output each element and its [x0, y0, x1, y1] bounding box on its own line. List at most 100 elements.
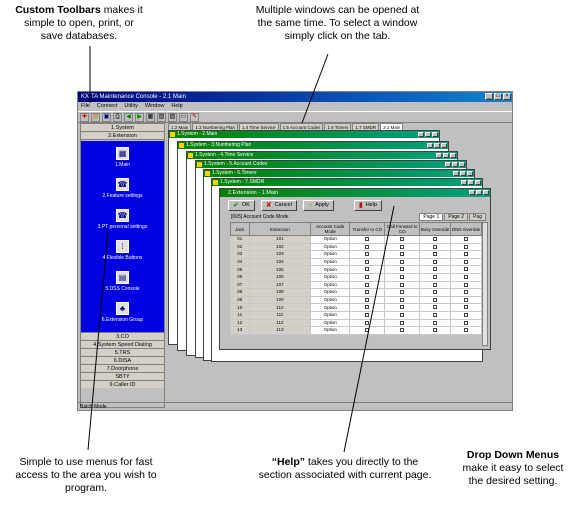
tab-time-service[interactable]: 1.4 Time Service — [239, 123, 279, 132]
dropdown-callout: Drop Down Menus make it easy to select t… — [458, 449, 568, 488]
ok-label: OK — [241, 202, 250, 208]
toolbars-callout-body: makes it simple to open, print, or save … — [24, 4, 143, 42]
checkmark-icon: ✔ — [233, 202, 239, 209]
menu-file[interactable]: File — [81, 103, 90, 109]
nav-dss-label: 5.DSS Console — [105, 286, 140, 292]
nav-system-speed-dialing[interactable]: 4.System Speed Dialing — [81, 340, 164, 348]
nav-system[interactable]: 1.System — [81, 124, 164, 132]
menu-connect[interactable]: Connect — [96, 103, 118, 109]
open-icon[interactable]: ▤ — [91, 113, 100, 122]
nav-pt-personal[interactable]: ☎ 3.PT personal settings — [81, 209, 164, 230]
nav-pt-label: 3.PT personal settings — [97, 224, 148, 230]
menubar: File Connect Utility Window Help — [78, 102, 512, 111]
menu-window[interactable]: Window — [144, 103, 165, 109]
telephone-icon: ☎ — [116, 178, 129, 191]
apply-icon: ◑ — [307, 202, 313, 209]
pencil-icon[interactable]: ✎ — [190, 113, 199, 122]
menu-help[interactable]: Help — [171, 103, 183, 109]
help-callout-title: “Help” — [271, 456, 306, 468]
nav-disa[interactable]: 6.DISA — [81, 356, 164, 364]
nav-flexible-buttons[interactable]: ⁞ 4.Flexible Buttons — [81, 240, 164, 261]
menu-utility[interactable]: Utility — [124, 103, 138, 109]
tab-2-1-main[interactable]: 2.1 Main — [380, 123, 404, 132]
dropdown-callout-body: make it easy to select the desired setti… — [462, 462, 564, 487]
help-leader — [343, 205, 395, 453]
front-window-title: 2.Extension - 1.Main — [228, 190, 279, 196]
help-book-icon: ▮ — [358, 202, 363, 209]
nav-extension[interactable]: 2.Extension — [81, 132, 164, 140]
save-icon[interactable]: ▣ — [102, 113, 111, 122]
report-icon[interactable]: ▦ — [146, 113, 155, 122]
tab-numbering-plan[interactable]: 1.3 Numbering Plan — [192, 123, 239, 132]
monitor-icon[interactable]: ▭ — [179, 113, 188, 122]
nav-trs[interactable]: 5.TRS — [81, 348, 164, 356]
button-pad-icon: ⁞ — [116, 240, 129, 253]
col-jack: Jack — [230, 222, 250, 236]
tab-timers[interactable]: 1.6 Timers — [324, 123, 352, 132]
window-title: 1.System - 2.Main — [177, 131, 218, 137]
print-icon[interactable]: ⎙ — [113, 113, 122, 122]
minimize-icon[interactable]: _ — [485, 93, 493, 100]
nav-main-label: 1.Main — [114, 162, 130, 168]
nav-extension-group[interactable]: ♣ 6.Extension Group — [81, 302, 164, 323]
tab-smdr[interactable]: 1.7 SMDR — [352, 123, 380, 132]
custom-toolbar: ✚ ▤ ▣ ⎙ ◀ ▶ ▦ ▧ ▨ ▭ ✎ — [78, 111, 512, 123]
nav-co[interactable]: 3.CO — [81, 332, 164, 340]
receive-icon[interactable]: ◀ — [124, 113, 133, 122]
vertical-scrollbar[interactable] — [482, 222, 488, 346]
nav-feature-settings[interactable]: ☎ 2.Feature settings — [81, 178, 164, 199]
help-label: Help — [365, 202, 377, 208]
tab-1-2-main[interactable]: 1.2 Main — [168, 123, 192, 132]
help-button[interactable]: ▮Help — [353, 200, 382, 211]
nav-feature-label: 2.Feature settings — [102, 193, 143, 199]
navigation-menu: 1.System 2.Extension ▦ 1.Main ☎ 2.Featur… — [80, 123, 165, 408]
help-callout-body: takes you directly to the section associ… — [258, 456, 432, 481]
help-callout: “Help” takes you directly to the section… — [255, 456, 435, 482]
nav-flexible-label: 4.Flexible Buttons — [102, 255, 143, 261]
account-code-mode-dropdown[interactable]: Option — [310, 326, 351, 335]
extension-submenu: ▦ 1.Main ☎ 2.Feature settings ☎ 3.PT per… — [81, 141, 164, 332]
maximize-icon[interactable]: □ — [494, 93, 502, 100]
window-title: 1.System - 3.Numbering Plan — [186, 142, 252, 148]
col-account-code-mode: Account Code Mode — [310, 222, 351, 236]
nav-caller-id[interactable]: 9.Caller ID — [81, 380, 164, 388]
disconnect-icon[interactable]: ▨ — [168, 113, 177, 122]
col-transfer-to-co: Transfer to CO — [349, 222, 386, 236]
ok-button[interactable]: ✔OK — [228, 200, 255, 211]
window-title: 1.System - 4.Time Service — [195, 152, 254, 158]
window-title: 1.System - 7.SMDR — [220, 179, 265, 185]
nav-group-label: 6.Extension Group — [101, 317, 144, 323]
tab-account-codes[interactable]: 1.5 Account Codes — [279, 123, 324, 132]
send-icon[interactable]: ▶ — [135, 113, 144, 122]
page-tabs: Page 1 Page 2 Pag — [419, 213, 486, 221]
call-forward-checkbox[interactable] — [384, 326, 421, 335]
new-icon[interactable]: ✚ — [80, 113, 89, 122]
nav-dss-console[interactable]: ▤ 5.DSS Console — [81, 271, 164, 292]
dnd-override-checkbox[interactable] — [450, 326, 482, 335]
cancel-label: Cancel — [274, 202, 292, 208]
windows-leader — [301, 53, 329, 124]
col-call-forward: Call Forward to CO — [384, 222, 421, 236]
extension-settings-table: Jack Extension Account Code Mode Transfe… — [230, 222, 482, 335]
apply-button[interactable]: ◑Apply — [302, 200, 334, 211]
config-icon[interactable]: ▧ — [157, 113, 166, 122]
col-busy-override: Busy Override — [419, 222, 452, 236]
telephone-person-icon: ☎ — [116, 209, 129, 222]
col-dnd-override: DND Override — [450, 222, 482, 236]
nav-doorphone[interactable]: 7.Doorphone — [81, 364, 164, 372]
tab-page-2[interactable]: Page 2 — [444, 213, 469, 221]
nav-main[interactable]: ▦ 1.Main — [81, 147, 164, 168]
app-titlebar: KX-TA Maintenance Console - 2.1 Main _ □… — [78, 92, 512, 102]
tab-page-3[interactable]: Pag — [469, 213, 486, 221]
front-window-titlebar: 2.Extension - 1.Main — [220, 189, 490, 197]
phone-grid-icon: ▦ — [116, 147, 129, 160]
close-icon[interactable]: × — [503, 93, 511, 100]
dropdown-callout-title: Drop Down Menus — [466, 449, 560, 461]
cancel-button[interactable]: ✘Cancel — [260, 200, 297, 211]
nav-sbty[interactable]: SBTY — [81, 372, 164, 380]
tab-page-1[interactable]: Page 1 — [419, 213, 444, 221]
